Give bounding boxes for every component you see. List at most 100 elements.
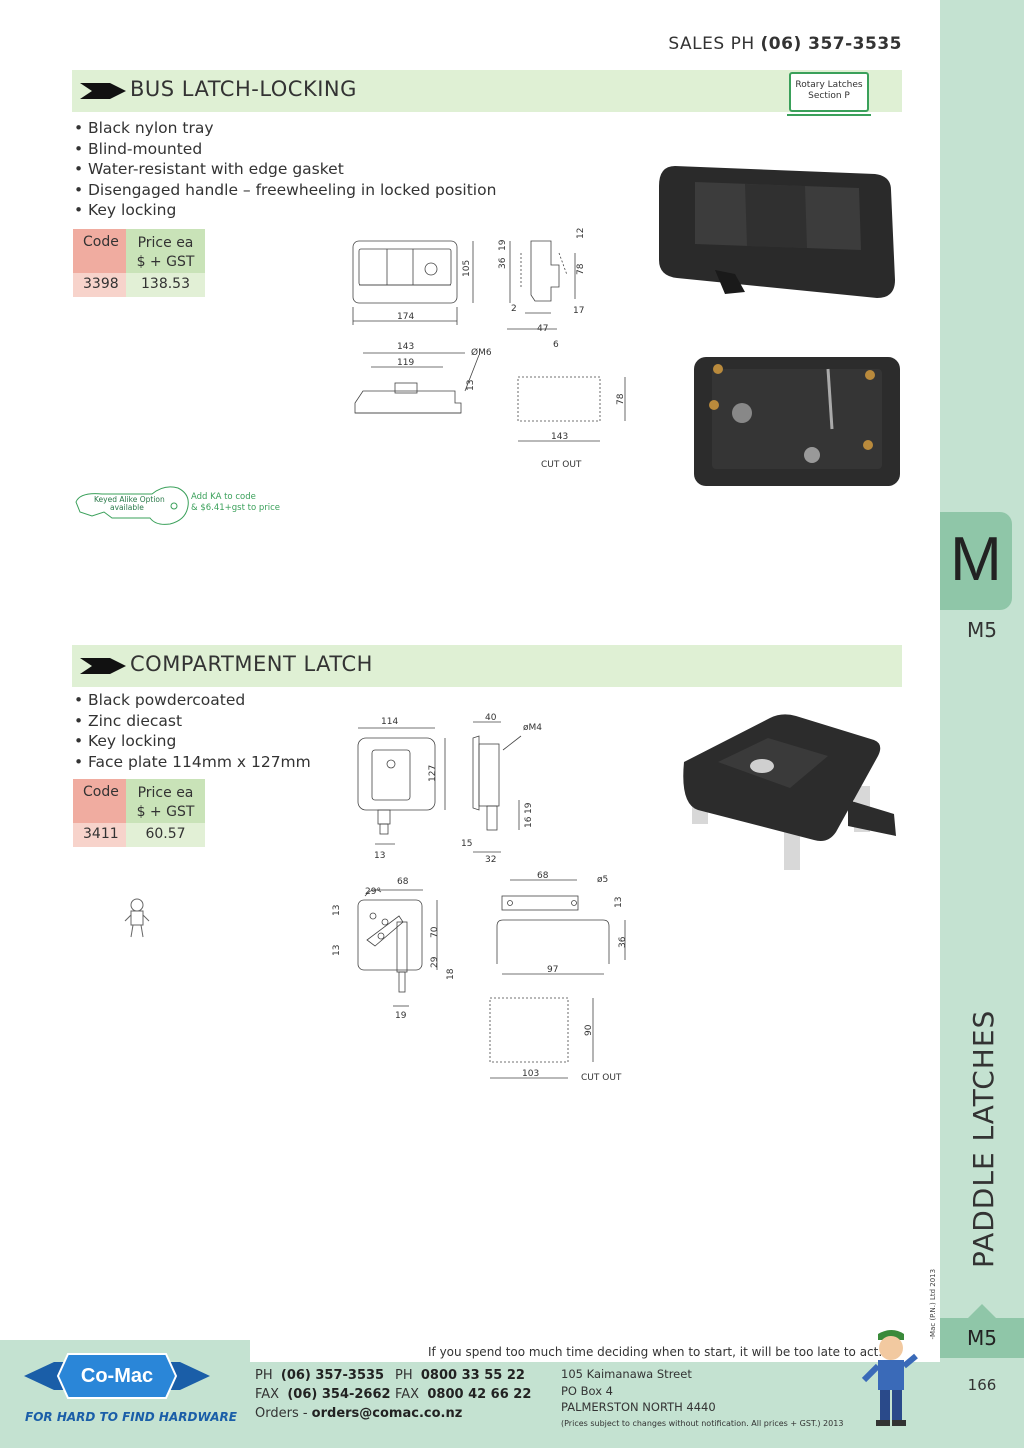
sales-phone: (06) 357-3535 bbox=[760, 34, 902, 54]
footer-quote-strip bbox=[250, 1340, 940, 1362]
price-disclaimer: (Prices subject to changes without notif… bbox=[561, 1418, 844, 1428]
section-header-compartment-latch: COMPARTMENT LATCH bbox=[72, 645, 902, 687]
dim-label: 143 bbox=[397, 342, 414, 352]
bus-latch-photo-rear bbox=[694, 357, 900, 486]
sidebar-title: PADDLE LATCHES bbox=[967, 1009, 1000, 1268]
fax-label: FAX bbox=[395, 1387, 420, 1402]
dim-label: 13 bbox=[332, 945, 342, 956]
dim-label: 114 bbox=[381, 717, 398, 727]
keyed-alike-badge: Keyed Alike Option available Add KA to c… bbox=[75, 486, 280, 525]
orders-label: Orders - bbox=[255, 1406, 312, 1421]
cutout-label: CUT OUT bbox=[541, 460, 582, 470]
dim-label: 68 bbox=[397, 877, 409, 887]
fax-label: FAX bbox=[255, 1387, 280, 1402]
dim-label: 16 bbox=[524, 816, 534, 828]
sales-phone-header: SALES PH (06) 357-3535 bbox=[668, 34, 902, 54]
feature-item: Face plate 114mm x 127mm bbox=[74, 752, 311, 773]
sales-label: SALES PH bbox=[668, 34, 755, 54]
dim-label: 19 bbox=[524, 802, 534, 814]
arrow-icon bbox=[80, 83, 126, 99]
phone-label: PH bbox=[255, 1368, 273, 1383]
dim-label: 32 bbox=[485, 855, 496, 865]
dim-label: 36 bbox=[618, 936, 628, 948]
compartment-latch-photo bbox=[683, 714, 896, 870]
address-block: 105 Kaimanawa Street PO Box 4 PALMERSTON… bbox=[561, 1366, 843, 1432]
dim-label: 13 bbox=[332, 905, 342, 916]
price-table: Code Price ea$ + GST 3411 60.57 bbox=[73, 779, 205, 847]
dim-label: 6 bbox=[553, 340, 559, 350]
dim-label: ø5 bbox=[597, 875, 608, 885]
keyed-label-line2: available bbox=[110, 503, 144, 512]
tab-letter: M bbox=[950, 525, 1002, 594]
footer-quote: If you spend too much time deciding when… bbox=[428, 1345, 883, 1359]
section-header-bus-latch: BUS LATCH-LOCKING Rotary Latches Section… bbox=[72, 70, 902, 116]
dim-label: 103 bbox=[522, 1069, 539, 1079]
feature-item: Disengaged handle – freewheeling in lock… bbox=[74, 180, 496, 201]
dim-label: 47 bbox=[537, 324, 548, 334]
crossref-box[interactable]: Rotary Latches Section P bbox=[787, 72, 871, 116]
dim-label: 13 bbox=[614, 897, 624, 908]
feature-item: Black powdercoated bbox=[74, 690, 311, 711]
section-title: BUS LATCH-LOCKING bbox=[130, 77, 357, 101]
dim-label: 68 bbox=[537, 871, 549, 881]
dim-label: 29° bbox=[365, 887, 381, 897]
dim-label: 18 bbox=[446, 968, 456, 980]
bus-latch-photo-front bbox=[659, 166, 895, 298]
price-header-line1: Price ea bbox=[137, 235, 194, 251]
feature-list: Black powdercoated Zinc diecast Key lock… bbox=[74, 690, 311, 772]
phone-label: PH bbox=[395, 1368, 413, 1383]
dim-label: 127 bbox=[428, 765, 438, 782]
right-sidebar bbox=[940, 0, 1024, 1448]
feature-item: Blind-mounted bbox=[74, 139, 496, 160]
keyed-note-line2: & $6.41+gst to price bbox=[191, 503, 280, 513]
dim-label: 70 bbox=[430, 926, 440, 938]
dim-label: 15 bbox=[461, 839, 472, 849]
dim-label: 29 bbox=[430, 956, 440, 968]
mascot-icon bbox=[861, 1330, 918, 1426]
address-line: PO Box 4 bbox=[561, 1383, 613, 1398]
logo-tagline: FOR HARD TO FIND HARDWARE bbox=[25, 1410, 237, 1424]
product-code: 3411 bbox=[73, 823, 126, 847]
price-header-line1: Price ea bbox=[137, 785, 194, 801]
product-code: 3398 bbox=[73, 273, 126, 297]
feature-item: Key locking bbox=[74, 731, 311, 752]
dim-label: øM4 bbox=[523, 723, 542, 733]
arrow-icon bbox=[80, 658, 126, 674]
price-header: Price ea$ + GST bbox=[126, 229, 205, 273]
comac-logo: Co-Mac bbox=[24, 1353, 210, 1399]
section-tab: M bbox=[940, 512, 1012, 610]
contact-block-1: PH (06) 357-3535 FAX (06) 354-2662 Order… bbox=[255, 1366, 462, 1423]
dim-label: 90 bbox=[584, 1024, 594, 1036]
dim-label: 174 bbox=[397, 312, 414, 322]
section-code-top: M5 bbox=[967, 618, 997, 642]
orders-email[interactable]: orders@comac.co.nz bbox=[311, 1406, 463, 1421]
feature-item: Water-resistant with edge gasket bbox=[74, 159, 496, 180]
dim-label: 105 bbox=[462, 260, 472, 277]
dim-label: 119 bbox=[397, 358, 414, 368]
phone-number[interactable]: (06) 357-3535 bbox=[280, 1368, 385, 1383]
price-table: Code Price ea$ + GST 3398 138.53 bbox=[73, 229, 205, 297]
freephone-number[interactable]: 0800 33 55 22 bbox=[420, 1368, 525, 1383]
address-line: 105 Kaimanawa Street bbox=[561, 1367, 692, 1381]
dim-label: 2 bbox=[511, 304, 517, 314]
price-header: Price ea$ + GST bbox=[126, 779, 205, 823]
feature-item: Key locking bbox=[74, 200, 496, 221]
dim-label: ØM6 bbox=[471, 347, 492, 358]
keyed-label-line1: Keyed Alike Option bbox=[94, 495, 165, 504]
dim-label: 12 bbox=[576, 228, 586, 239]
dim-label: 36 bbox=[498, 257, 508, 269]
code-header: Code bbox=[73, 779, 126, 823]
compartment-latch-drawing: 114 127 13 40 øM4 16 19 15 32 29° 68 13 … bbox=[332, 713, 628, 1083]
cutout-label: CUT OUT bbox=[581, 1073, 622, 1083]
dim-label: 19 bbox=[498, 239, 508, 251]
dim-label: 78 bbox=[576, 263, 586, 275]
contact-block-2: PH 0800 33 55 22 FAX 0800 42 66 22 bbox=[395, 1366, 531, 1404]
mascot-small-icon bbox=[124, 898, 150, 938]
keyed-note-line1: Add KA to code bbox=[191, 492, 256, 502]
section-code-bottom: M5 bbox=[967, 1326, 997, 1350]
section-code-bottom-tab: M5 bbox=[940, 1304, 1024, 1358]
dim-label: 143 bbox=[551, 432, 568, 442]
dim-label: 13 bbox=[374, 851, 385, 861]
dim-label: 13 bbox=[466, 380, 476, 391]
crossref-line2: Section P bbox=[808, 91, 850, 101]
